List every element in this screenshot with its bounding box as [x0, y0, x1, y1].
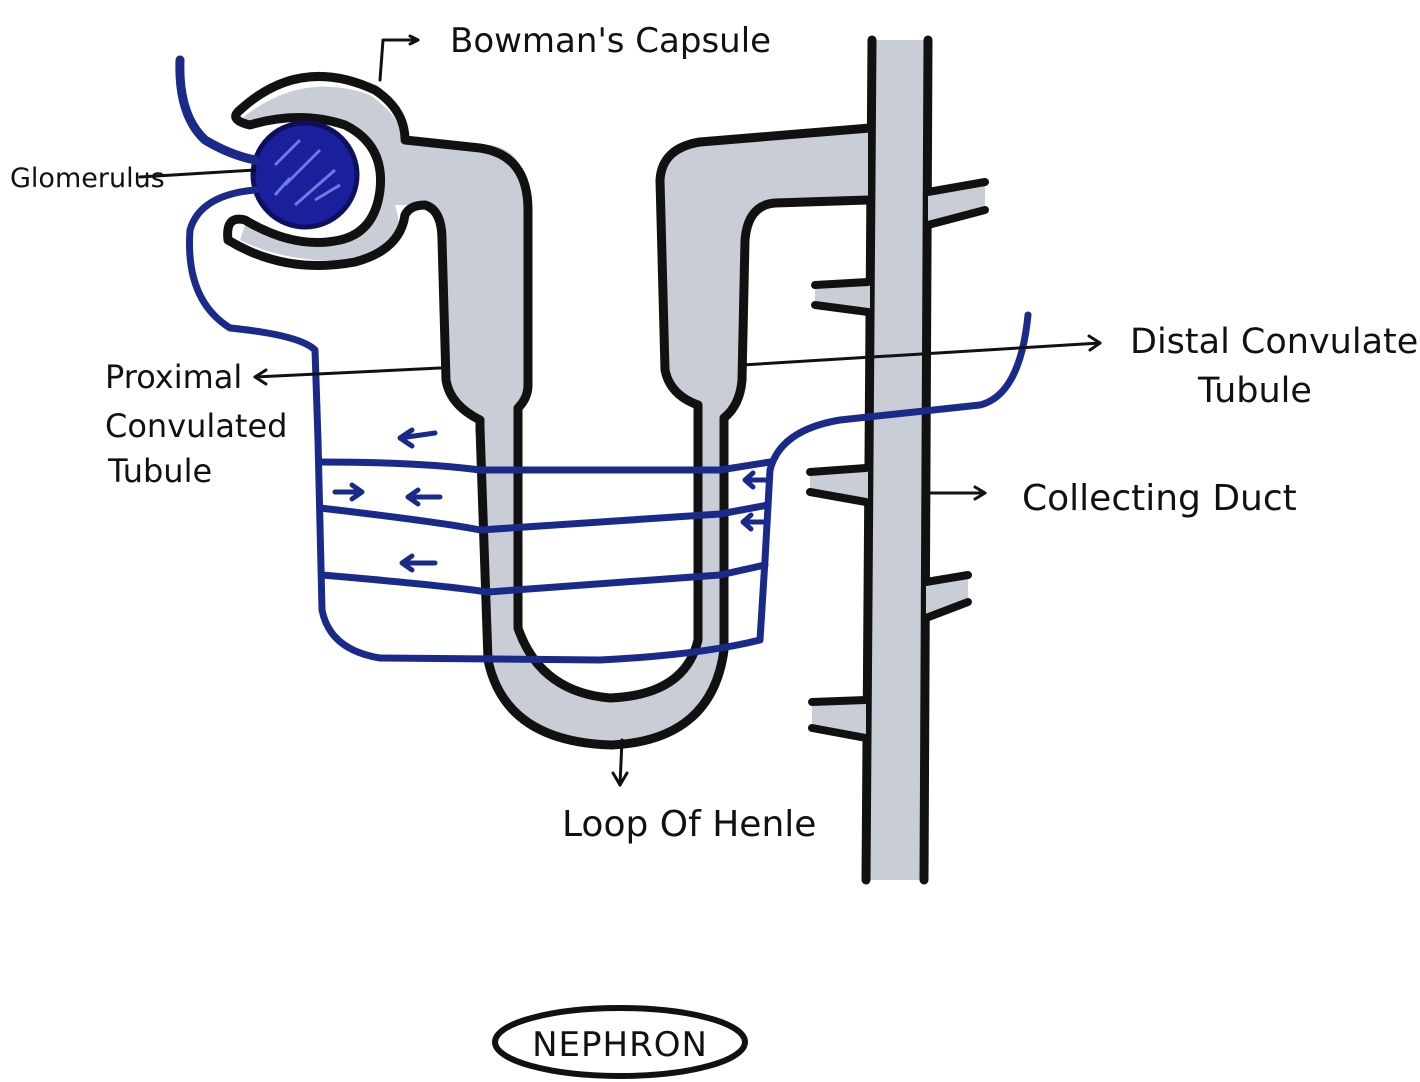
diagram-title: NEPHRON [532, 1025, 708, 1065]
collecting-duct-label: Collecting Duct [1022, 478, 1297, 519]
proximal-label-line3: Tubule [107, 452, 212, 490]
distal-label-line2: Tubule [1197, 371, 1312, 411]
bowmans-capsule-label: Bowman's Capsule [450, 21, 771, 61]
proximal-label-line2: Convulated [105, 407, 287, 445]
glomerulus-label: Glomerulus [10, 163, 165, 194]
title-badge: NEPHRON [495, 1008, 745, 1076]
distal-label-line1: Distal Convulated [1130, 322, 1420, 362]
glomerulus [253, 123, 357, 227]
loop-of-henle-label: Loop Of Henle [562, 804, 816, 845]
proximal-label-line1: Proximal [105, 358, 242, 396]
